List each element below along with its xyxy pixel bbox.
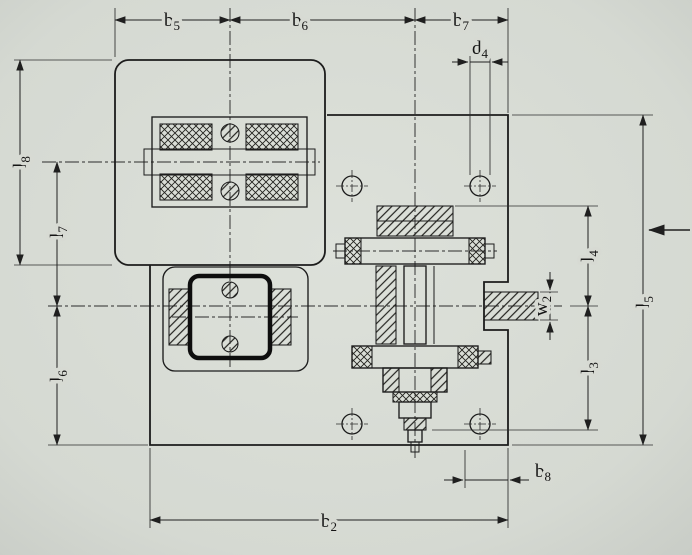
flange-hatch-right xyxy=(270,288,292,346)
screw-plug xyxy=(220,123,240,143)
lower-bearing xyxy=(351,345,373,369)
vertical-shaft-assembly xyxy=(335,205,495,453)
output-shaft xyxy=(483,291,539,321)
shaft-stub-right xyxy=(484,243,495,259)
bearing-block xyxy=(159,123,213,151)
side-stub xyxy=(477,350,492,365)
dimension-b5: b5 xyxy=(114,7,231,37)
dimension-b6: b6 xyxy=(229,7,416,37)
body-outline xyxy=(149,114,509,446)
step-seal xyxy=(430,367,448,393)
cross-shaft-bearing xyxy=(468,237,486,265)
mounting-flange xyxy=(162,266,309,372)
shaft-step-2 xyxy=(392,391,438,403)
lower-bearing xyxy=(457,345,479,369)
flange-outline xyxy=(162,266,309,372)
bolt-holes xyxy=(336,170,496,440)
screw-plug xyxy=(220,181,240,201)
shaft-step-4 xyxy=(403,417,427,431)
gear-housing-top xyxy=(114,59,326,266)
dimension-w2: w2 xyxy=(528,272,558,340)
bolt-hole xyxy=(464,170,496,202)
worm-section xyxy=(375,265,397,345)
flange-hatch-left xyxy=(168,288,190,346)
bearing-housing-box xyxy=(151,116,308,208)
bearing-block xyxy=(245,173,299,201)
shaft-band xyxy=(143,148,316,176)
flange-screw xyxy=(221,281,239,299)
shaft-stub-left xyxy=(335,243,346,259)
shaft-end-stub xyxy=(410,441,420,453)
bolt-hole xyxy=(336,408,368,440)
bearing-block xyxy=(245,123,299,151)
flange-screw xyxy=(221,335,239,353)
flange-opening xyxy=(187,273,273,361)
cross-shaft-bearing xyxy=(344,237,362,265)
bolt-hole xyxy=(464,408,496,440)
step-seal xyxy=(382,367,400,393)
extension-lines xyxy=(14,8,653,528)
bearing-block xyxy=(159,173,213,201)
worm-shaft-assembly xyxy=(143,116,316,208)
bolt-hole xyxy=(336,170,368,202)
vertical-shaft xyxy=(403,265,427,345)
